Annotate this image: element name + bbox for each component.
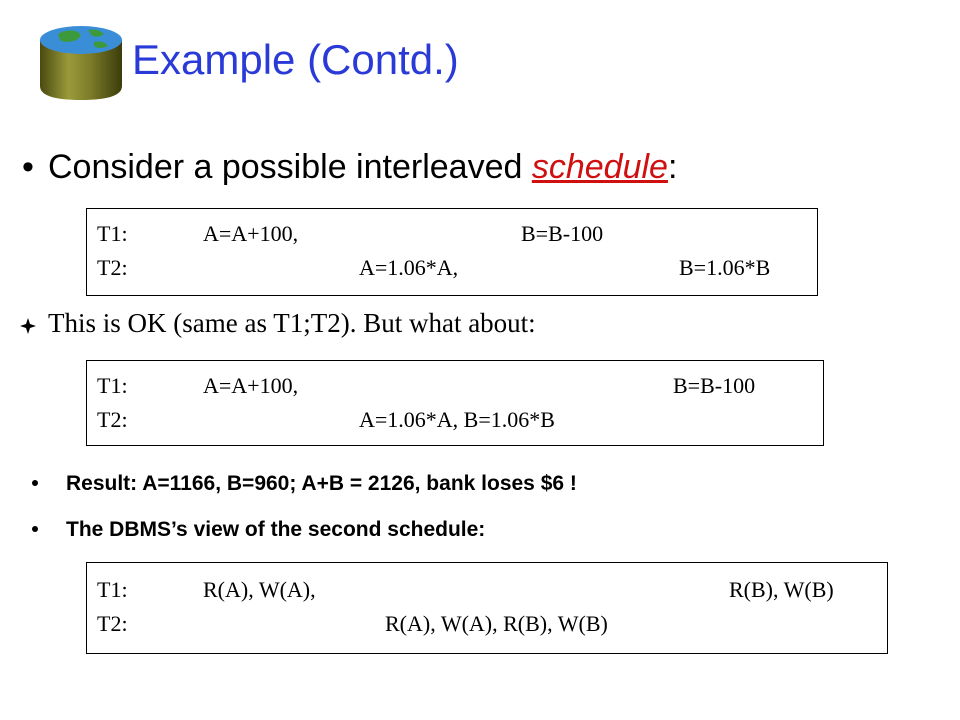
t1-op-b: R(B), W(B) — [729, 577, 834, 602]
t2-op-b: B=1.06*B — [679, 255, 771, 280]
bullet-colon: : — [667, 148, 678, 186]
bullet-text: Consider a possible interleaved — [48, 148, 532, 186]
t1-label: T1: — [97, 373, 128, 398]
diamond-icon — [20, 318, 36, 334]
t2-op-a: A=1.06*A, B=1.06*B — [359, 407, 555, 432]
database-cylinder-icon — [40, 26, 122, 100]
result-text: Result: A=1166, B=960; A+B = 2126, bank … — [66, 472, 577, 495]
t1-label: T1: — [97, 577, 128, 602]
bullet-consider-schedule: • Consider a possible interleaved schedul… — [22, 148, 677, 187]
schedule-box-3: T1: R(A), W(A), R(B), W(B) T2: R(A), W(A… — [86, 562, 888, 654]
dbms-view-line: The DBMS’s view of the second schedule: — [32, 518, 486, 542]
schedule-row-t1: T1: A=A+100, B=B-100 — [87, 221, 817, 247]
t2-label: T2: — [97, 255, 128, 280]
t2-op-a: R(A), W(A), R(B), W(B) — [385, 611, 608, 636]
slide-title: Example (Contd.) — [132, 36, 459, 83]
t1-op-a: A=A+100, — [203, 373, 299, 398]
schedule-row-t2: T2: A=1.06*A, B=1.06*B — [87, 255, 817, 281]
schedule-row-t1: T1: A=A+100, B=B-100 — [87, 373, 823, 399]
t1-op-a: R(A), W(A), — [203, 577, 316, 602]
bullet-dot — [32, 526, 38, 532]
t1-op-a: A=A+100, — [203, 221, 299, 246]
schedule-row-t1: T1: R(A), W(A), R(B), W(B) — [87, 577, 887, 603]
schedule-row-t2: T2: R(A), W(A), R(B), W(B) — [87, 611, 887, 637]
note-text: This is OK (same as T1;T2). But what abo… — [48, 308, 536, 338]
bullet-dot: • — [22, 148, 34, 186]
schedule-link[interactable]: schedule — [531, 148, 668, 186]
schedule-row-t2: T2: A=1.06*A, B=1.06*B — [87, 407, 823, 433]
t1-op-b: B=B-100 — [673, 373, 756, 398]
schedule-box-1: T1: A=A+100, B=B-100 T2: A=1.06*A, B=1.0… — [86, 208, 818, 296]
t2-label: T2: — [97, 407, 128, 432]
t2-label: T2: — [97, 611, 128, 636]
schedule-box-2: T1: A=A+100, B=B-100 T2: A=1.06*A, B=1.0… — [86, 360, 824, 446]
dbms-view-text: The DBMS’s view of the second schedule: — [66, 518, 486, 541]
t1-label: T1: — [97, 221, 128, 246]
t2-op-a: A=1.06*A, — [359, 255, 459, 280]
result-line: Result: A=1166, B=960; A+B = 2126, bank … — [32, 472, 577, 496]
bullet-dot — [32, 480, 38, 486]
t1-op-b: B=B-100 — [521, 221, 604, 246]
